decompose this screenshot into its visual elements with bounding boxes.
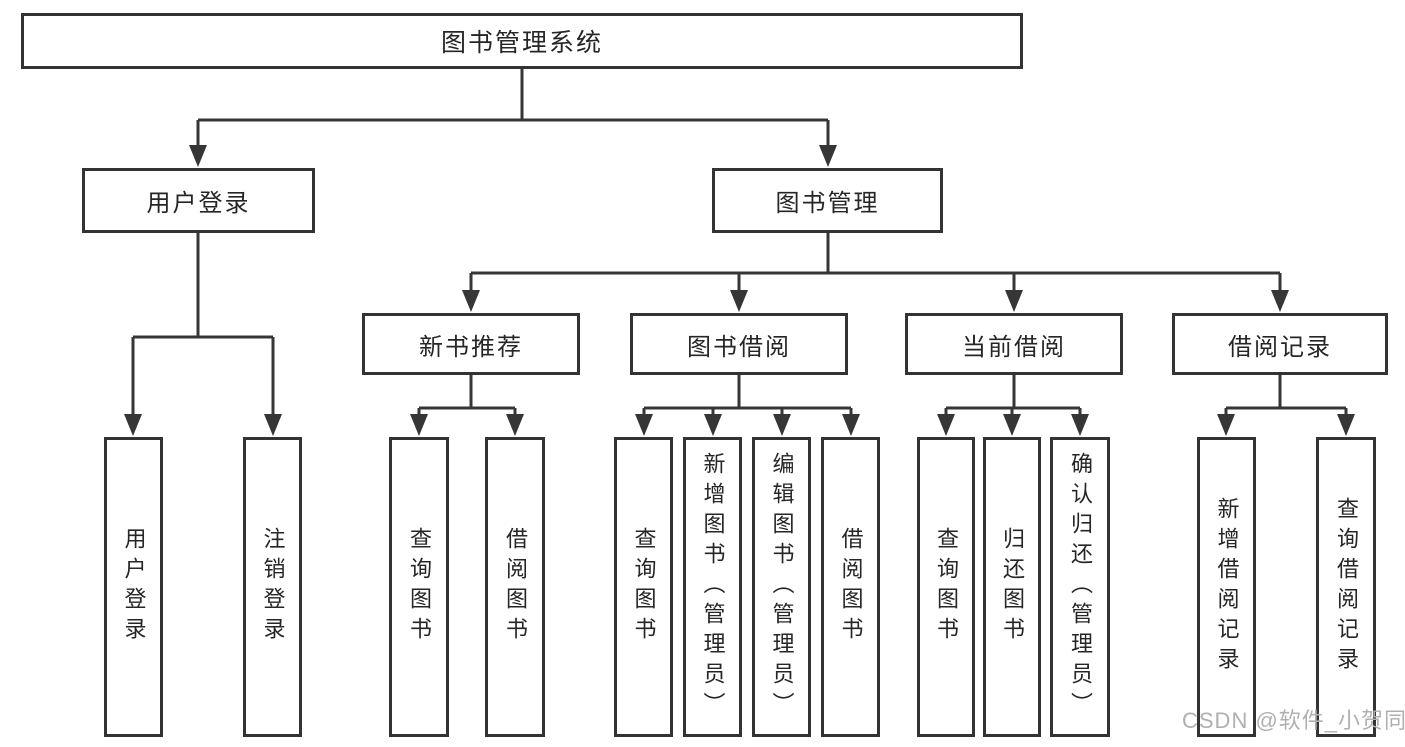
leaf-query-borrow-record: 查询借阅记录 bbox=[1316, 437, 1376, 737]
leaf-query-books: 查询图书 bbox=[917, 437, 975, 737]
leaf-user-login: 用户登录 bbox=[104, 437, 163, 737]
node-book-management: 图书管理 bbox=[712, 168, 943, 233]
node-new-book-recommendation: 新书推荐 bbox=[362, 313, 580, 375]
leaf-confirm-return-admin: 确认归还（管理员） bbox=[1050, 437, 1110, 737]
leaf-borrow-books: 借阅图书 bbox=[821, 437, 880, 737]
node-book-borrowing: 图书借阅 bbox=[630, 313, 848, 375]
leaf-add-borrow-record: 新增借阅记录 bbox=[1197, 437, 1256, 737]
leaf-edit-books-admin: 编辑图书（管理员） bbox=[752, 437, 811, 737]
leaf-return-books: 归还图书 bbox=[983, 437, 1041, 737]
leaf-query-books: 查询图书 bbox=[614, 437, 673, 737]
node-borrowing-records: 借阅记录 bbox=[1172, 313, 1388, 375]
leaf-logout-login: 注销登录 bbox=[243, 437, 302, 737]
arrowheads bbox=[124, 145, 1355, 436]
watermark-text: CSDN @软件_小贺同学 bbox=[1182, 708, 1405, 733]
leaf-add-books-admin: 新增图书（管理员） bbox=[683, 437, 742, 737]
node-user-login: 用户登录 bbox=[82, 168, 315, 233]
node-current-borrowing: 当前借阅 bbox=[905, 313, 1123, 375]
leaf-borrow-books: 借阅图书 bbox=[485, 437, 545, 737]
connector-paths bbox=[131, 69, 1348, 420]
node-library-system: 图书管理系统 bbox=[21, 13, 1023, 69]
leaf-query-books: 查询图书 bbox=[389, 437, 449, 737]
